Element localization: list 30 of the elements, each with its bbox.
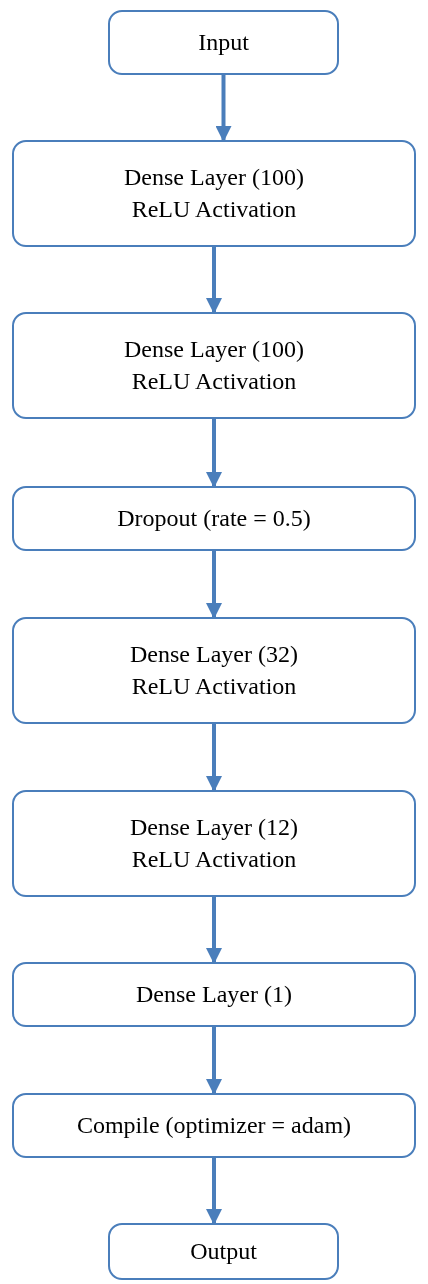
arrow — [215, 75, 232, 142]
arrow — [206, 247, 222, 314]
layer-label: Dropout (rate = 0.5) — [117, 503, 311, 533]
arrow — [206, 724, 222, 792]
layer-label: Dense Layer (100) — [124, 335, 304, 365]
layer-box — [12, 312, 416, 419]
layer-box — [12, 1093, 416, 1158]
layer-label: ReLU Activation — [131, 671, 297, 701]
layer-box — [108, 1223, 339, 1280]
layer-box — [12, 140, 416, 247]
arrow — [206, 551, 222, 619]
layer-label: ReLU Activation — [131, 366, 297, 396]
layer-label: Dense Layer (32) — [130, 640, 298, 670]
layer-label: Dense Layer (1) — [136, 979, 292, 1009]
arrow — [206, 1158, 222, 1225]
layer-label: Input — [198, 27, 249, 57]
layer-label: Dense Layer (100) — [124, 163, 304, 193]
layer-label: Output — [190, 1236, 257, 1266]
layer-label: Dense Layer (12) — [130, 813, 298, 843]
layer-box — [12, 617, 416, 724]
layer-label: ReLU Activation — [131, 194, 297, 224]
arrow — [206, 419, 222, 488]
layer-box — [108, 10, 339, 75]
arrow — [206, 1027, 222, 1095]
layer-box — [12, 790, 416, 897]
layer-label: ReLU Activation — [131, 844, 297, 874]
layer-box — [12, 486, 416, 551]
arrow — [206, 897, 222, 964]
layer-label: Compile (optimizer = adam) — [76, 1110, 352, 1140]
layer-box — [12, 962, 416, 1027]
